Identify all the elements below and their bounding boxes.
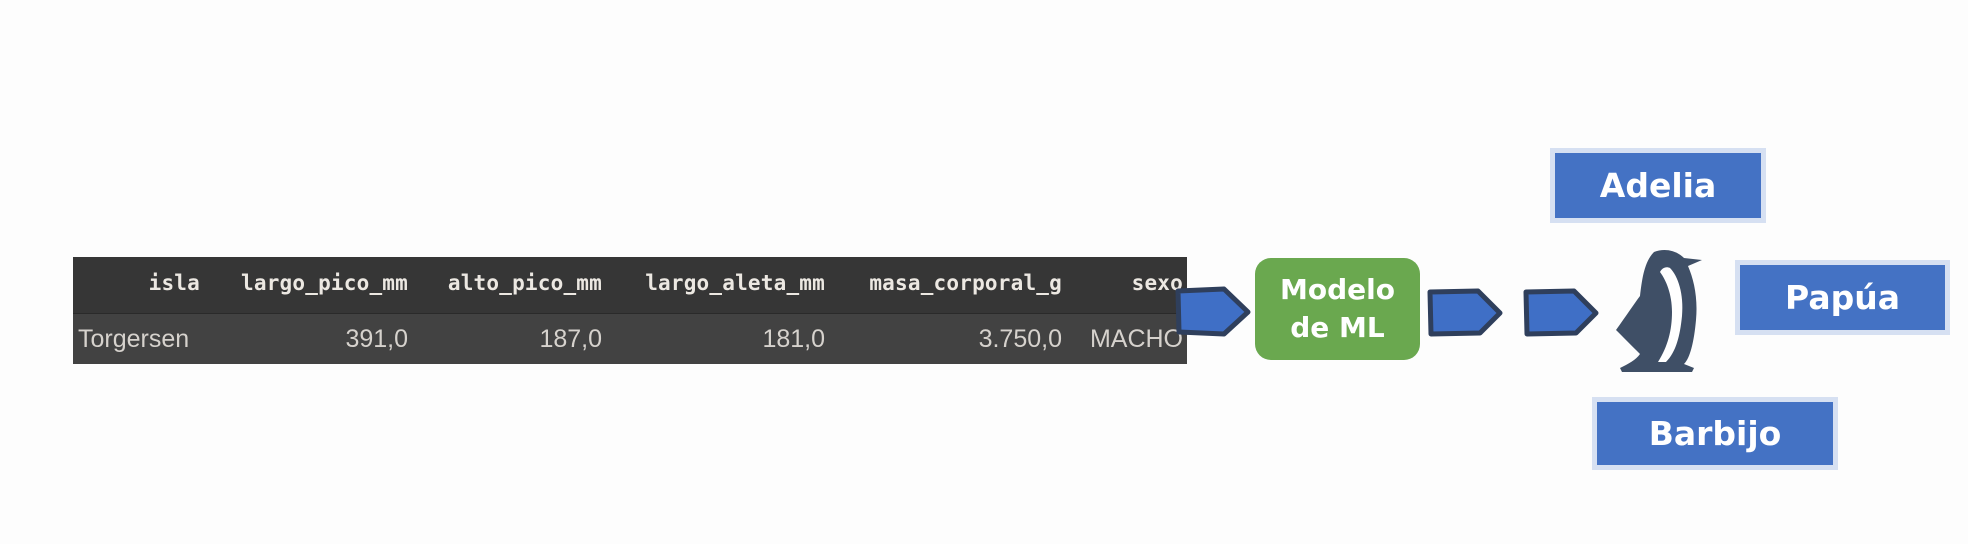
arrow-right-icon (1523, 288, 1599, 337)
data-table: isla largo_pico_mm alto_pico_mm largo_al… (73, 257, 1187, 364)
class-label-adelia: Adelia (1550, 148, 1766, 223)
arrow-right-icon (1427, 288, 1503, 337)
model-label-line2: de ML (1290, 311, 1385, 344)
table-row: Torgersen 391,0 187,0 181,0 3.750,0 MACH… (73, 314, 1187, 364)
cell-largo-aleta: 181,0 (762, 325, 825, 353)
cell-largo-pico: 391,0 (345, 325, 408, 353)
cell-masa-corporal: 3.750,0 (978, 325, 1062, 353)
table-header: isla largo_pico_mm alto_pico_mm largo_al… (73, 257, 1187, 314)
column-header-alto-pico: alto_pico_mm (447, 271, 602, 295)
class-label-papua: Papúa (1735, 260, 1950, 335)
cell-isla: Torgersen (78, 325, 190, 353)
model-label-line1: Modelo (1280, 273, 1395, 306)
cell-alto-pico: 187,0 (539, 325, 602, 353)
column-header-sexo: sexo (1131, 271, 1183, 295)
penguin-icon (1616, 250, 1702, 372)
ml-model-box: Modelo de ML (1255, 258, 1420, 360)
cell-sexo: MACHO (1089, 325, 1183, 353)
column-header-masa-corporal: masa_corporal_g (869, 271, 1062, 295)
arrow-right-icon (1175, 286, 1251, 337)
column-header-largo-pico: largo_pico_mm (241, 271, 408, 295)
column-header-largo-aleta: largo_aleta_mm (645, 271, 825, 295)
column-header-isla: isla (148, 271, 200, 295)
class-label-barbijo: Barbijo (1592, 397, 1838, 470)
